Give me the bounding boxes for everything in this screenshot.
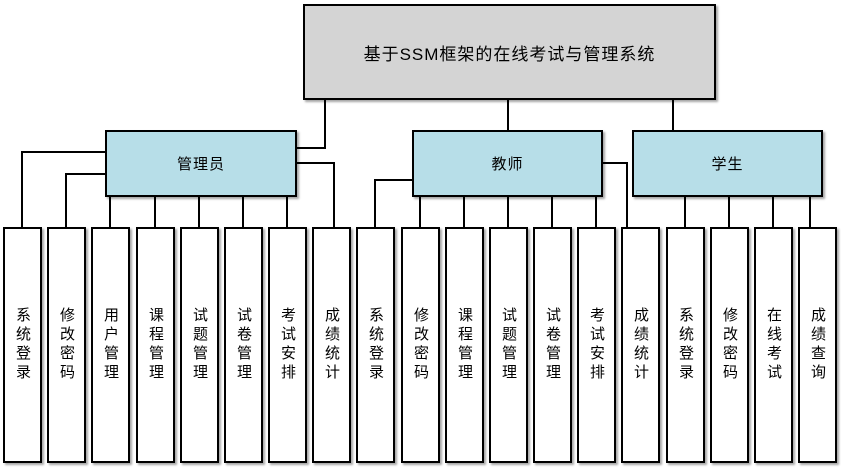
leaf-label: 用户管理: [102, 307, 119, 383]
leaf-label: 修改密码: [412, 307, 429, 383]
leaf-label: 系统登录: [677, 307, 694, 383]
branch-box-student: 学生: [632, 130, 823, 197]
leaf-teacher-course-management: 课程管理: [445, 227, 484, 463]
leaf-admin-paper-management: 试卷管理: [224, 227, 263, 463]
leaf-label: 课程管理: [147, 307, 164, 383]
leaf-admin-course-management: 课程管理: [136, 227, 175, 463]
leaf-admin-exam-schedule: 考试安排: [268, 227, 307, 463]
leaf-label: 修改密码: [58, 307, 75, 383]
leaf-label: 在线考试: [765, 307, 782, 383]
leaf-label: 试卷管理: [235, 307, 252, 383]
leaf-label: 成绩统计: [323, 307, 340, 383]
leaf-teacher-exam-schedule: 考试安排: [577, 227, 616, 463]
connector-admin-8: [297, 162, 335, 227]
leaf-label: 系统登录: [14, 307, 31, 383]
leaf-student-score-query: 成绩查询: [798, 227, 837, 463]
leaf-label: 考试安排: [279, 307, 296, 383]
leaf-admin-change-password: 修改密码: [47, 227, 86, 463]
branch-box-administrator: 管理员: [105, 130, 297, 197]
connector-teacher-1: [374, 179, 412, 227]
leaf-teacher-system-login: 系统登录: [356, 227, 395, 463]
leaf-label: 修改密码: [721, 307, 738, 383]
leaf-label: 试题管理: [500, 307, 517, 383]
leaf-student-change-password: 修改密码: [710, 227, 749, 463]
leaf-teacher-change-password: 修改密码: [401, 227, 440, 463]
leaf-admin-user-management: 用户管理: [91, 227, 130, 463]
leaf-label: 系统登录: [367, 307, 384, 383]
connector-admin-2: [65, 173, 105, 227]
leaf-admin-score-statistics: 成绩统计: [312, 227, 351, 463]
leaf-student-system-login: 系统登录: [666, 227, 705, 463]
branch-box-teacher: 教师: [412, 130, 603, 197]
leaf-teacher-question-management: 试题管理: [489, 227, 528, 463]
leaf-label: 试题管理: [191, 307, 208, 383]
leaf-label: 课程管理: [456, 307, 473, 383]
leaf-label: 考试安排: [588, 307, 605, 383]
leaf-label: 成绩统计: [632, 307, 649, 383]
leaf-student-online-exam: 在线考试: [754, 227, 793, 463]
leaf-teacher-paper-management: 试卷管理: [533, 227, 572, 463]
connector-teacher-7: [603, 162, 628, 227]
root-box-system-title: 基于SSM框架的在线考试与管理系统: [303, 4, 716, 100]
connector-root-admin: [297, 100, 326, 149]
leaf-label: 试卷管理: [544, 307, 561, 383]
connector-admin-1: [21, 151, 105, 227]
leaf-teacher-score-statistics: 成绩统计: [621, 227, 660, 463]
leaf-admin-question-management: 试题管理: [180, 227, 219, 463]
leaf-label: 成绩查询: [809, 307, 826, 383]
leaf-admin-system-login: 系统登录: [3, 227, 42, 463]
